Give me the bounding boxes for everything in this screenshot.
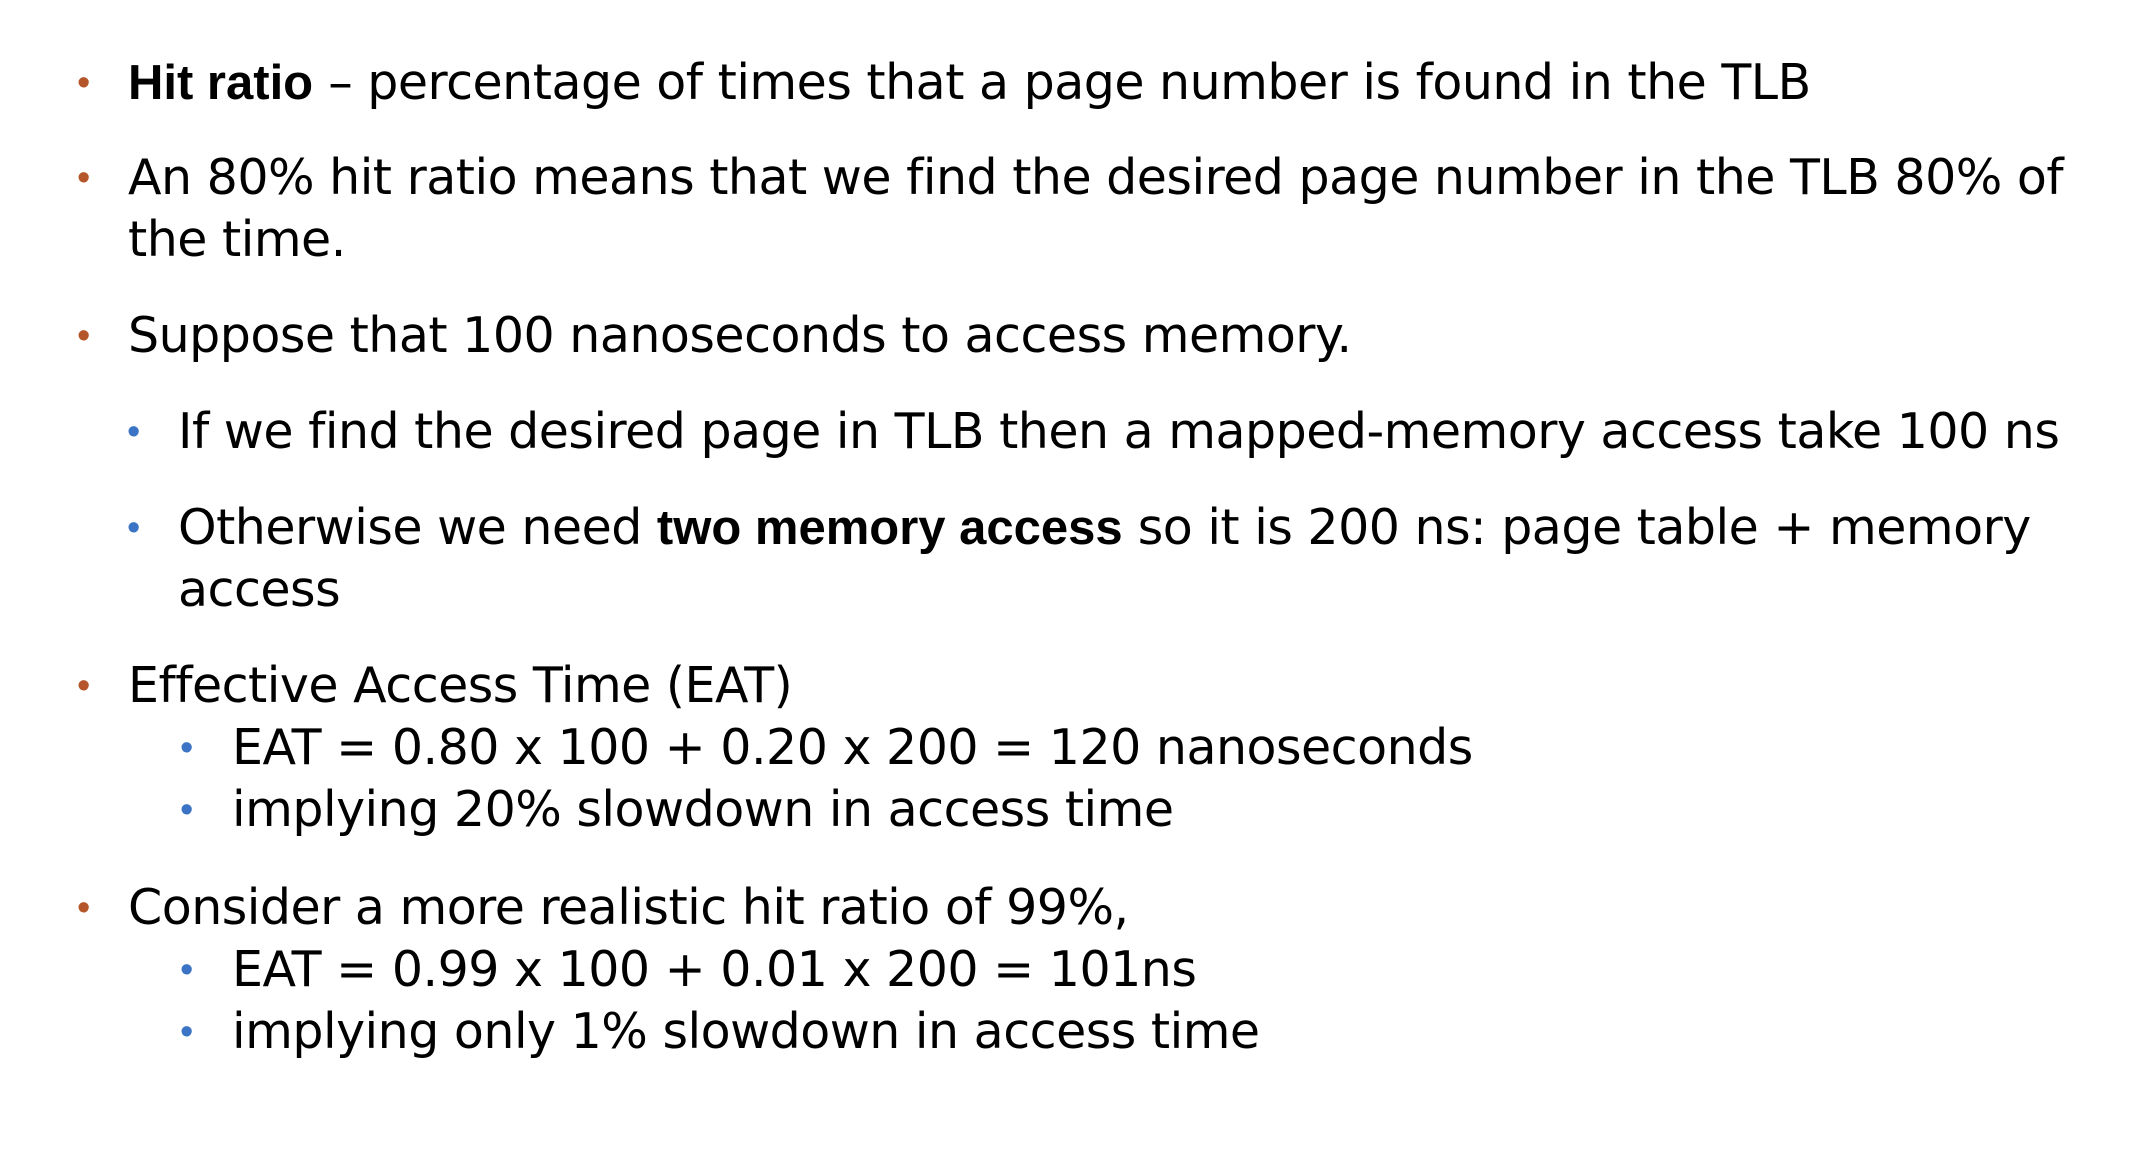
sub-bullet-marker: • xyxy=(180,1011,194,1053)
bullet-marker: • xyxy=(77,665,91,707)
eighty-percent-line-1: An 80% hit ratio means that we find the … xyxy=(128,149,2064,206)
hit-ratio-term: Hit ratio xyxy=(128,56,314,110)
hit-ratio-definition: Hit ratio – percentage of times that a p… xyxy=(128,52,1811,114)
sub-bullet-marker: • xyxy=(180,727,194,769)
eat-formula-99: EAT = 0.99 x 100 + 0.01 x 200 = 101ns xyxy=(232,941,1197,998)
tlb-miss-prefix: Otherwise we need xyxy=(178,499,657,556)
tlb-miss-case: Otherwise we need two memory access so i… xyxy=(178,497,2031,559)
sub-bullet-marker: • xyxy=(127,411,141,453)
sub-bullet-marker: • xyxy=(180,949,194,991)
eat-heading: Effective Access Time (EAT) xyxy=(128,657,793,714)
tlb-miss-suffix: so it is 200 ns: page table + memory xyxy=(1122,499,2032,556)
tlb-miss-bold: two memory access xyxy=(656,501,1123,555)
bullet-marker: • xyxy=(77,315,91,357)
bullet-marker: • xyxy=(77,62,91,104)
bullet-marker: • xyxy=(77,157,91,199)
tlb-hit-case: If we find the desired page in TLB then … xyxy=(178,403,2060,460)
eat-implication-80: implying 20% slowdown in access time xyxy=(232,781,1174,838)
eat-formula-80: EAT = 0.80 x 100 + 0.20 x 200 = 120 nano… xyxy=(232,719,1473,776)
sub-bullet-marker: • xyxy=(127,507,141,549)
sub-bullet-marker: • xyxy=(180,789,194,831)
suppose-memory-access: Suppose that 100 nanoseconds to access m… xyxy=(128,307,1352,364)
realistic-heading: Consider a more realistic hit ratio of 9… xyxy=(128,879,1129,936)
eat-implication-99: implying only 1% slowdown in access time xyxy=(232,1003,1260,1060)
hit-ratio-text: – percentage of times that a page number… xyxy=(313,54,1811,111)
eighty-percent-line-2: the time. xyxy=(128,211,346,268)
tlb-miss-case-line-2: access xyxy=(178,561,341,618)
bullet-marker: • xyxy=(77,887,91,929)
